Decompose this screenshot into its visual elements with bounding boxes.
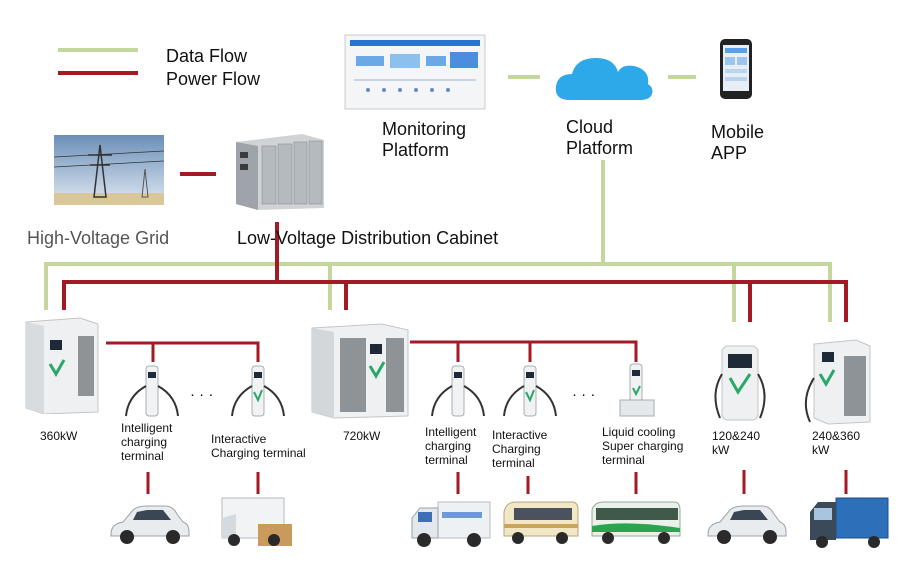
terminal-pedestal-icon <box>125 365 179 417</box>
sedan-icon <box>110 505 190 544</box>
mobile-app-label: Mobile APP <box>711 122 765 163</box>
interactive-terminal-label: Interactive Charging terminal <box>492 428 548 470</box>
charger-240-360-label: 240&360 kW <box>812 429 861 457</box>
terminal-pedestal-icon <box>431 365 485 417</box>
van-icon <box>221 497 292 546</box>
power-bus <box>62 280 848 322</box>
intelligent-terminal-label: Intelligent charging terminal <box>425 425 477 467</box>
dual-gun-charger-icon <box>714 345 766 421</box>
box-truck-icon <box>810 497 889 548</box>
monitoring-platform-label: Monitoring Platform <box>382 119 467 160</box>
liquid-cooling-terminal-label: Liquid cooling Super charging terminal <box>602 425 684 467</box>
split-charger-icon <box>804 339 871 425</box>
distribution-cabinet-icon <box>236 134 324 210</box>
legend-data-label: Data Flow <box>166 46 248 66</box>
light-truck-icon <box>411 501 491 547</box>
coach-bus-icon <box>591 501 681 544</box>
charger-cabinet-360-icon <box>25 317 99 414</box>
monitor-screen-icon <box>344 34 486 110</box>
distribution-cabinet-label: Low-Voltage Distribution Cabinet <box>237 228 499 248</box>
terminal-pedestal-icon <box>231 365 285 417</box>
liquid-cooling-terminal-icon <box>619 363 655 417</box>
ellipsis-left: · · · <box>190 386 214 403</box>
cloud-icon <box>555 58 653 100</box>
charger-360-label: 360kW <box>40 429 78 443</box>
mobile-phone-icon <box>720 39 752 99</box>
charger-720-label: 720kW <box>343 429 381 443</box>
data-bus <box>44 262 832 322</box>
legend-power-label: Power Flow <box>166 69 261 89</box>
high-voltage-tower-icon <box>54 135 164 205</box>
interactive-terminal-label: Interactive Charging terminal <box>211 432 306 460</box>
minibus-icon <box>503 501 579 544</box>
charger-120-240-label: 120&240 kW <box>712 429 761 457</box>
intelligent-terminal-label: Intelligent charging terminal <box>121 421 173 463</box>
high-voltage-grid-label: High-Voltage Grid <box>27 228 170 248</box>
cloud-platform-label: Cloud Platform <box>566 117 634 158</box>
charger-cabinet-720-icon <box>311 323 409 419</box>
ellipsis-right: · · · <box>572 386 596 403</box>
sedan-icon <box>707 505 787 544</box>
terminal-pedestal-icon <box>503 365 557 417</box>
